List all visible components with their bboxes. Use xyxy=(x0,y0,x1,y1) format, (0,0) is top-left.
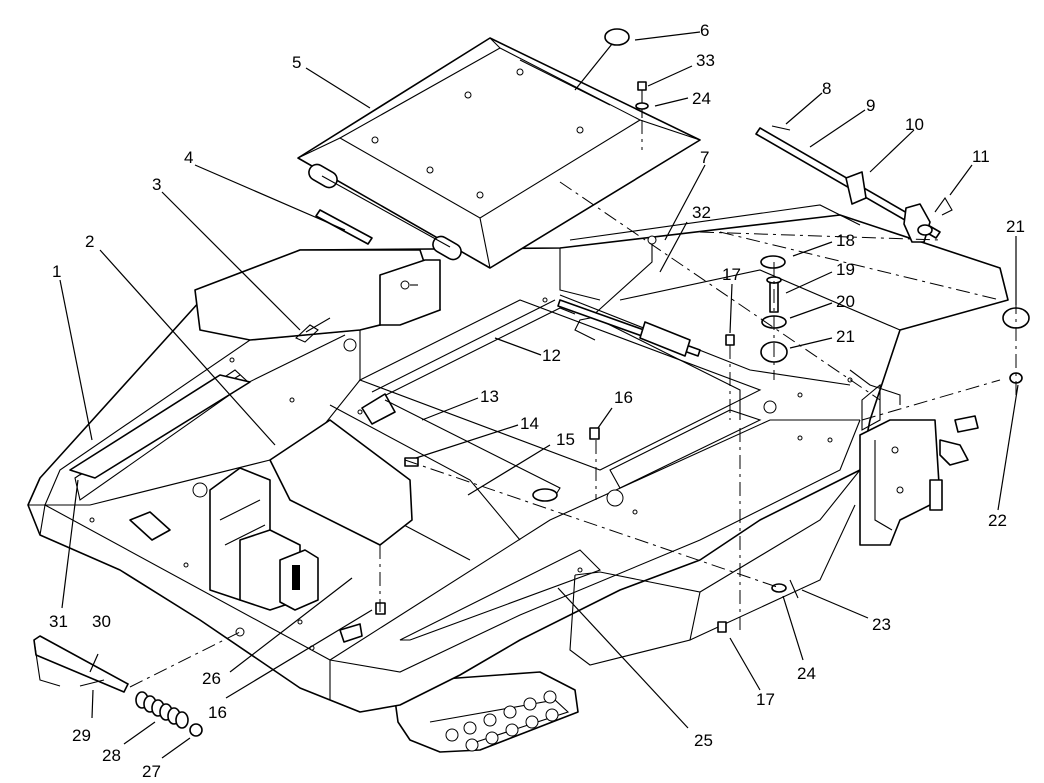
callout-5: 5 xyxy=(292,53,301,72)
callout-25: 25 xyxy=(694,731,713,750)
callout-24-top: 24 xyxy=(692,89,711,108)
callout-13: 13 xyxy=(480,387,499,406)
callout-6: 6 xyxy=(700,21,709,40)
rod-part-7 xyxy=(574,240,653,341)
callout-17-lower: 17 xyxy=(756,690,775,709)
callout-22: 22 xyxy=(988,511,1007,530)
callout-24-lower: 24 xyxy=(797,664,816,683)
cap-part-18 xyxy=(760,255,786,269)
pin-part-4 xyxy=(315,209,373,245)
callout-18: 18 xyxy=(836,231,855,250)
callout-29: 29 xyxy=(72,726,91,745)
callout-32: 32 xyxy=(692,203,711,222)
callout-7: 7 xyxy=(700,148,709,167)
callout-20: 20 xyxy=(836,292,855,311)
spring-part-28 xyxy=(135,691,189,729)
callout-23: 23 xyxy=(872,615,891,634)
callout-15: 15 xyxy=(556,430,575,449)
callout-27: 27 xyxy=(142,762,161,781)
callout-16-upper: 16 xyxy=(614,388,633,407)
callout-9: 9 xyxy=(866,96,875,115)
callout-30: 30 xyxy=(92,612,111,631)
callout-11: 11 xyxy=(972,147,990,166)
plug-part-6 xyxy=(604,28,630,46)
callout-2: 2 xyxy=(85,232,94,251)
callout-21-right: 21 xyxy=(1006,217,1025,236)
callout-21-left: 21 xyxy=(836,327,855,346)
leader-lines xyxy=(59,31,1019,759)
callout-26: 26 xyxy=(202,669,221,688)
callout-28: 28 xyxy=(102,746,121,765)
callout-labels: 1 2 3 4 5 6 7 8 9 10 11 12 13 14 15 16 1… xyxy=(49,21,1025,781)
callout-16-lower: 16 xyxy=(208,703,227,722)
centerlines xyxy=(129,120,1017,688)
callout-12: 12 xyxy=(542,346,561,365)
callout-17-upper: 17 xyxy=(722,265,741,284)
pin-part-30 xyxy=(33,635,129,693)
foot-step-holes xyxy=(445,690,559,752)
callout-4: 4 xyxy=(184,148,193,167)
callout-1: 1 xyxy=(52,262,61,281)
callout-19: 19 xyxy=(836,260,855,279)
callout-10: 10 xyxy=(905,115,924,134)
callout-33: 33 xyxy=(696,51,715,70)
right-mount-plate xyxy=(859,419,941,546)
callout-14: 14 xyxy=(520,414,539,433)
seat-pan xyxy=(297,37,701,269)
callout-31: 31 xyxy=(49,612,68,631)
frame-body xyxy=(27,204,1009,753)
callout-8: 8 xyxy=(822,79,831,98)
callout-3: 3 xyxy=(152,175,161,194)
